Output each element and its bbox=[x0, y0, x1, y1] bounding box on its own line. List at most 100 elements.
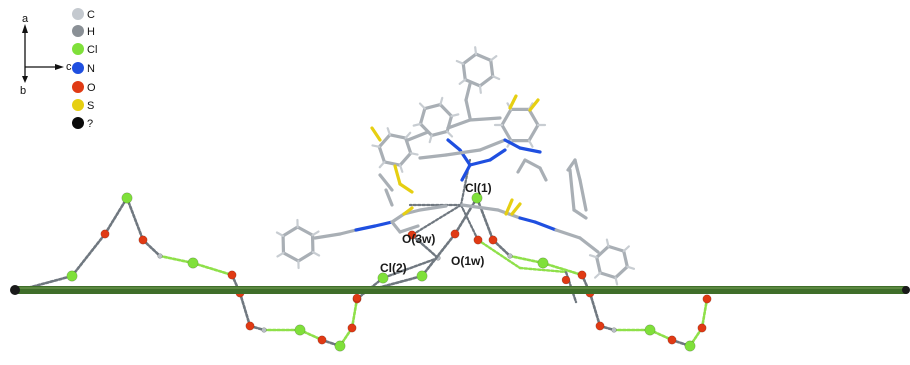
legend-item-carbon: C bbox=[72, 8, 95, 21]
ring-bond bbox=[418, 122, 434, 137]
molecular-bond bbox=[464, 82, 472, 102]
chloride-atom bbox=[334, 340, 346, 352]
hbond-chain-right bbox=[366, 192, 712, 352]
molecular-bond bbox=[510, 202, 522, 216]
chloride-atom bbox=[294, 324, 306, 336]
hbond-segment bbox=[541, 261, 584, 277]
hbond-segment bbox=[70, 232, 107, 278]
c-h-bond bbox=[418, 102, 426, 110]
ring-bond bbox=[489, 58, 495, 78]
hbond-segment bbox=[459, 203, 480, 242]
hbond-chain-left bbox=[16, 192, 362, 352]
hbond-segment bbox=[238, 291, 252, 328]
molecular-bond bbox=[518, 146, 542, 154]
legend-item-nitrogen: N bbox=[72, 62, 95, 75]
legend-swatch-cl bbox=[72, 43, 84, 55]
molecular-bond bbox=[446, 118, 472, 130]
ring-bond bbox=[438, 103, 454, 118]
hbond-segment bbox=[381, 256, 440, 280]
c-h-bond bbox=[594, 271, 602, 279]
c-h-bond bbox=[371, 144, 381, 148]
c-axis-arrowhead bbox=[55, 64, 64, 70]
label-cl1: Cl(1) bbox=[465, 181, 492, 195]
ring-bond bbox=[478, 74, 495, 88]
molecular-bond bbox=[402, 206, 414, 216]
water-oxygen-atom bbox=[450, 229, 460, 239]
legend-swatch-o bbox=[72, 81, 84, 93]
molecular-bond bbox=[464, 98, 472, 120]
legend-swatch-c bbox=[72, 8, 84, 20]
hbond-segment bbox=[191, 261, 234, 277]
c-h-bond bbox=[455, 59, 465, 65]
chloride-atom bbox=[471, 192, 483, 204]
ring-bond bbox=[296, 250, 315, 263]
hbond-segment bbox=[476, 238, 522, 270]
molecular-bond bbox=[528, 98, 540, 112]
chloride-atom bbox=[377, 272, 389, 284]
legend-item-chlorine: Cl bbox=[72, 43, 97, 56]
ring-bond bbox=[500, 123, 513, 143]
legend-label-cl: Cl bbox=[87, 44, 97, 56]
molecular-bond bbox=[446, 138, 462, 152]
legend-swatch-s bbox=[72, 99, 84, 111]
water-oxygen-atom bbox=[317, 335, 327, 345]
water-oxygen-atom bbox=[595, 321, 605, 331]
molecular-bond bbox=[468, 158, 492, 167]
ring-bond bbox=[527, 107, 540, 127]
molecular-bond bbox=[390, 220, 402, 234]
b-axis-arrowhead bbox=[22, 76, 28, 83]
hbond-segment bbox=[588, 291, 602, 328]
water-oxygen-atom bbox=[473, 235, 483, 245]
chloride-atom bbox=[187, 257, 199, 269]
hbond-segment bbox=[410, 233, 440, 260]
ring-bond bbox=[398, 151, 413, 167]
hbond-segment bbox=[125, 196, 145, 242]
legend-label-n: N bbox=[87, 63, 95, 75]
molecular-bond bbox=[503, 138, 522, 150]
c-h-bond bbox=[311, 230, 320, 237]
c-h-bond bbox=[605, 238, 610, 248]
c-axis-label: c bbox=[66, 61, 72, 73]
water-oxygen-atom bbox=[245, 321, 255, 331]
atom-legend: C H Cl N O S ? bbox=[72, 8, 97, 130]
molecular-bond bbox=[398, 224, 420, 234]
ring-bond bbox=[606, 244, 626, 253]
chloride-atom bbox=[121, 192, 133, 204]
hbond-segment bbox=[158, 254, 195, 265]
c-h-bond bbox=[398, 164, 404, 173]
molecular-bond bbox=[578, 178, 588, 212]
chloride-atom bbox=[66, 270, 78, 282]
hydrogen-atom bbox=[507, 253, 513, 259]
molecular-bond bbox=[578, 236, 600, 254]
c-h-bond bbox=[622, 245, 630, 253]
molecular-bond bbox=[518, 216, 537, 224]
hydrogen-atom bbox=[157, 253, 163, 259]
ring-bond bbox=[595, 255, 602, 275]
ring-bond bbox=[388, 133, 408, 140]
molecular-bond bbox=[478, 138, 507, 152]
c-h-bond bbox=[412, 122, 422, 127]
molecular-bond bbox=[468, 116, 502, 122]
rod-end-atom-right bbox=[902, 286, 910, 294]
ring-bond bbox=[500, 107, 513, 127]
molecular-bond bbox=[523, 158, 542, 170]
molecular-bond bbox=[488, 148, 507, 162]
chloride-atom bbox=[684, 340, 696, 352]
legend-swatch-n bbox=[72, 62, 84, 74]
rod-end-atom-left bbox=[10, 285, 20, 295]
legend-label-c: C bbox=[87, 9, 95, 21]
c-h-bond bbox=[276, 251, 285, 258]
ring-bond bbox=[430, 129, 449, 137]
hbond-segment bbox=[453, 196, 479, 236]
ring-bond bbox=[613, 265, 629, 280]
hydrogen-atom bbox=[611, 327, 617, 333]
c-h-bond bbox=[588, 254, 598, 259]
legend-item-sulfur: S bbox=[72, 99, 94, 112]
molecular-bond bbox=[406, 130, 430, 142]
water-oxygen-atom bbox=[577, 270, 587, 280]
molecular-bond bbox=[554, 228, 582, 240]
molecular-bond bbox=[370, 126, 382, 142]
legend-label-h: H bbox=[87, 26, 95, 38]
molecular-bond bbox=[444, 148, 482, 157]
